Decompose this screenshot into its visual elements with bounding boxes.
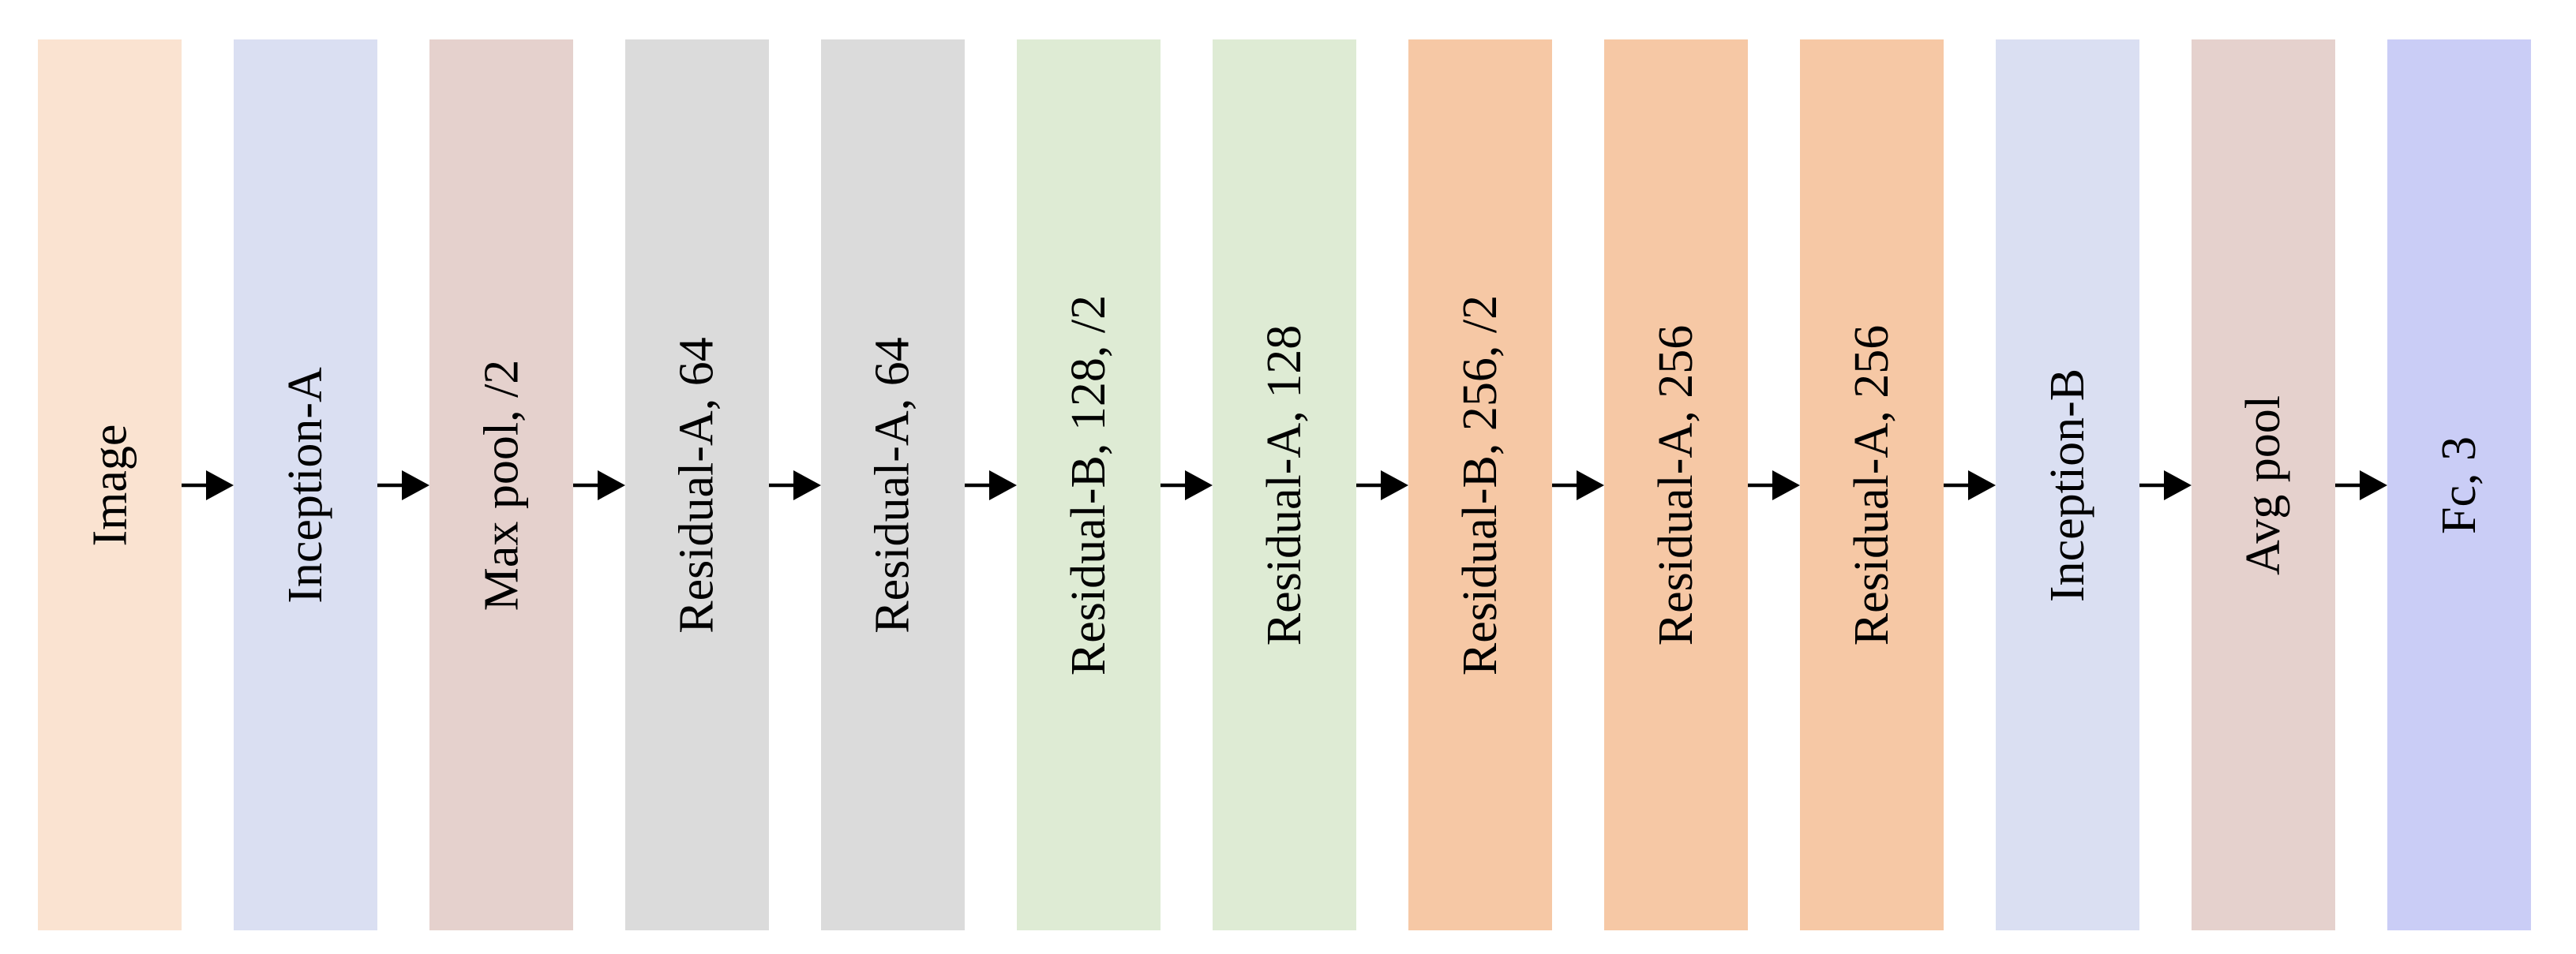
flow-arrow-icon: [1161, 467, 1213, 503]
block-label: Fc, 3: [2432, 436, 2486, 534]
flow-arrow-icon: [573, 467, 625, 503]
flow-arrow-icon: [2139, 467, 2192, 503]
block-residual-b-256: Residual-B, 256, /2: [1408, 39, 1552, 930]
block-inception-a: Inception-A: [234, 39, 377, 930]
flow-row: Image Inception-A Max pool, /2 Residual-…: [38, 39, 2531, 930]
block-label: Inception-B: [2041, 368, 2095, 602]
block-label: Avg pool: [2237, 395, 2290, 575]
block-label: Residual-A, 256: [1845, 324, 1899, 645]
flow-arrow-icon: [1944, 467, 1996, 503]
block-label: Inception-A: [279, 366, 332, 604]
flow-arrow-icon: [377, 467, 429, 503]
flow-arrow-icon: [1552, 467, 1604, 503]
flow-arrow-icon: [965, 467, 1017, 503]
block-label: Image: [82, 424, 137, 546]
flow-arrow-icon: [1356, 467, 1408, 503]
block-residual-a-64-1: Residual-A, 64: [625, 39, 769, 930]
block-residual-b-128: Residual-B, 128, /2: [1017, 39, 1161, 930]
block-label: Residual-A, 64: [670, 336, 725, 634]
block-max-pool: Max pool, /2: [429, 39, 573, 930]
block-residual-a-64-2: Residual-A, 64: [821, 39, 965, 930]
flow-arrow-icon: [769, 467, 821, 503]
block-fc: Fc, 3: [2387, 39, 2531, 930]
flow-arrow-icon: [2335, 467, 2387, 503]
block-label: Residual-B, 256, /2: [1453, 294, 1508, 675]
block-image: Image: [38, 39, 182, 930]
block-label: Residual-B, 128, /2: [1062, 294, 1116, 675]
block-label: Residual-A, 256: [1649, 324, 1704, 645]
block-inception-b: Inception-B: [1996, 39, 2139, 930]
block-residual-a-128: Residual-A, 128: [1213, 39, 1356, 930]
block-label: Residual-A, 128: [1258, 324, 1312, 645]
block-residual-a-256-1: Residual-A, 256: [1604, 39, 1748, 930]
block-label: Residual-A, 64: [866, 336, 921, 634]
block-avg-pool: Avg pool: [2192, 39, 2335, 930]
block-label: Max pool, /2: [474, 359, 529, 611]
flow-arrow-icon: [182, 467, 234, 503]
flow-arrow-icon: [1748, 467, 1800, 503]
block-residual-a-256-2: Residual-A, 256: [1800, 39, 1944, 930]
